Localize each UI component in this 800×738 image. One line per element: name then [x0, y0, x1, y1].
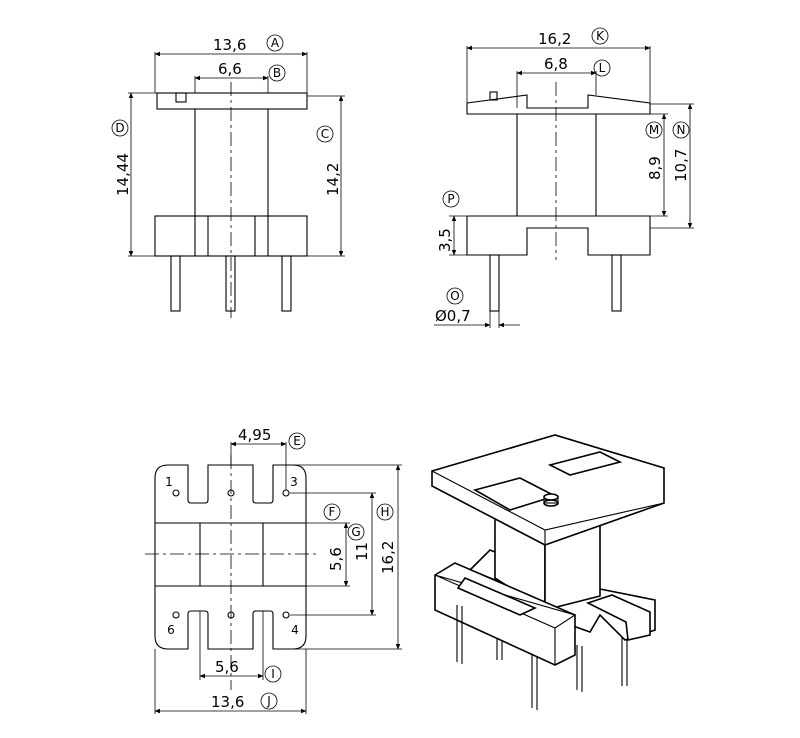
- base-slot: [456, 577, 537, 616]
- dim-length: 16,2: [379, 541, 397, 574]
- dim-inner-width: 6,6: [218, 60, 242, 78]
- pin-hole: [227, 611, 235, 619]
- pin-number-1: 1: [165, 475, 173, 489]
- label-k: K: [596, 29, 605, 43]
- pin: [225, 255, 236, 312]
- isometric-view: [431, 434, 665, 710]
- base: [466, 215, 651, 256]
- flange-peg: [489, 91, 498, 101]
- label-n: N: [677, 123, 686, 137]
- dim-height: 10,7: [672, 149, 690, 182]
- dim-pin-pitch: 4,95: [238, 426, 271, 444]
- dim-height-body: 14,2: [324, 163, 342, 196]
- top-flange: [466, 94, 651, 115]
- dim-base: 3,5: [436, 228, 454, 252]
- flange-peg: [175, 92, 187, 103]
- pin-number-3: 3: [290, 475, 298, 489]
- label-j: J: [266, 694, 271, 708]
- dim-slot-width: 5,6: [215, 658, 239, 676]
- label-o: O: [450, 289, 459, 303]
- dim-height-overall: 14,44: [114, 153, 132, 196]
- side-view: 16,2 K 6,8 L 8,9 M 10,7 N 3,5 P: [434, 27, 694, 328]
- pin-hole: [227, 489, 235, 497]
- pin: [611, 254, 622, 312]
- dim-inner-width: 6,8: [544, 55, 568, 73]
- label-g: G: [351, 525, 360, 539]
- label-f: F: [329, 505, 336, 519]
- pin-hole: [172, 489, 180, 497]
- pin: [489, 254, 500, 312]
- pin: [281, 255, 292, 312]
- dim-inner-height: 8,9: [646, 156, 664, 180]
- label-b: B: [273, 66, 281, 80]
- label-h: H: [380, 505, 389, 519]
- flange-channel: [547, 451, 623, 476]
- front-view: 13,6 A 6,6 B 14,44 D 14,2 C: [111, 34, 345, 318]
- dim-width: 16,2: [538, 30, 571, 48]
- label-e: E: [293, 434, 301, 448]
- label-i: I: [271, 667, 275, 681]
- label-p: P: [447, 192, 454, 206]
- bottom-view: 1 3 6 4 4,95 E 5,6 F 11 G 16,2 H: [145, 426, 402, 714]
- label-m: M: [649, 123, 659, 137]
- dim-inner: 5,6: [327, 547, 345, 571]
- label-c: C: [321, 127, 329, 141]
- dim-pin-diameter: Ø0,7: [435, 307, 471, 325]
- pin-hole: [282, 489, 290, 497]
- dim-width: 13,6: [211, 693, 244, 711]
- dim-pin-row-span: 11: [353, 542, 371, 561]
- top-flange: [431, 434, 665, 546]
- dim-width: 13,6: [213, 36, 246, 54]
- label-d: D: [115, 121, 124, 135]
- pin-number-4: 4: [291, 623, 299, 637]
- label-l: L: [599, 61, 606, 75]
- pin-hole: [282, 611, 290, 619]
- top-flange: [156, 92, 308, 110]
- base-right: [585, 594, 651, 641]
- pin: [170, 255, 181, 312]
- label-a: A: [271, 36, 280, 50]
- pin-number-6: 6: [167, 623, 175, 637]
- pin-hole: [172, 611, 180, 619]
